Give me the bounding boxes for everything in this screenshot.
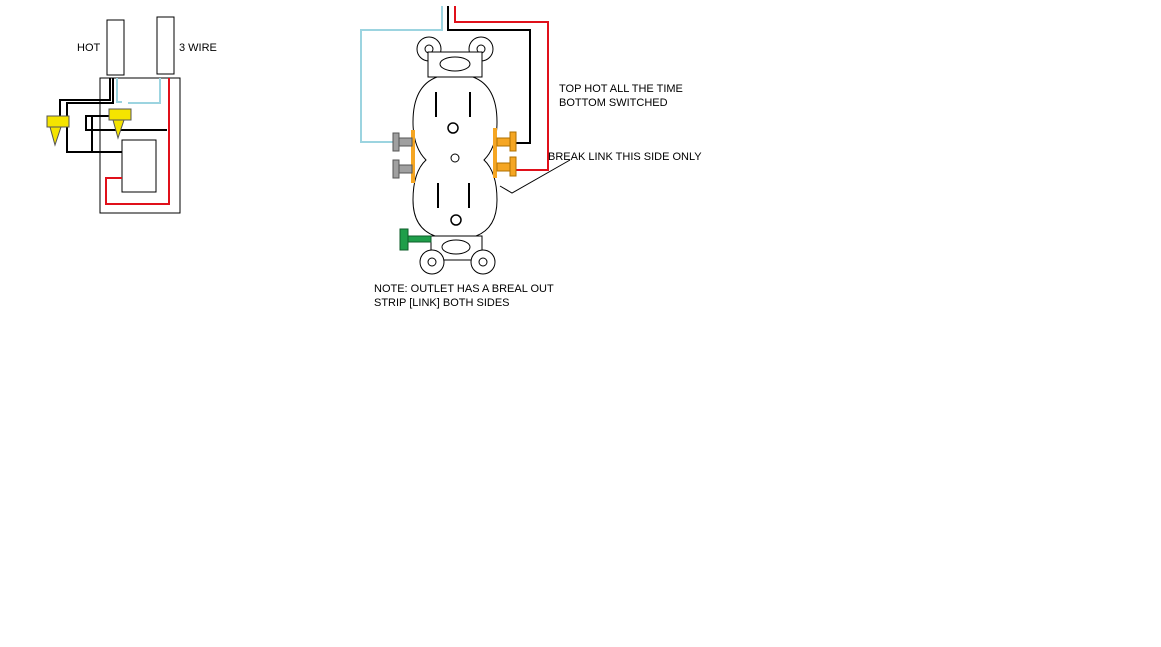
break-link-note: BREAK LINK THIS SIDE ONLY bbox=[548, 151, 702, 163]
switch-box bbox=[99, 77, 181, 214]
three-wire-label: 3 WIRE bbox=[179, 42, 217, 54]
right-link-strip bbox=[493, 128, 497, 178]
brass-screw-bottom bbox=[496, 156, 517, 177]
top-hot-note: TOP HOT ALL THE TIME bbox=[559, 83, 683, 95]
bottom-mounting-screws bbox=[419, 249, 496, 275]
black-wires bbox=[59, 78, 167, 153]
light-blue-wire-outlet bbox=[360, 6, 443, 143]
three-wire-cable bbox=[156, 16, 175, 75]
ground-screw bbox=[399, 228, 432, 251]
switch bbox=[121, 139, 157, 193]
outlet-note-line2: STRIP [LINK] BOTH SIDES bbox=[374, 297, 510, 309]
center-screw bbox=[450, 153, 460, 163]
wire-nut-right bbox=[108, 108, 132, 140]
switch-box-diagram bbox=[46, 16, 181, 214]
black-wire-outlet bbox=[447, 6, 531, 144]
silver-screw-bottom bbox=[392, 159, 413, 179]
red-wire-left bbox=[105, 78, 170, 205]
brass-screw-top bbox=[496, 131, 517, 152]
bottom-switched-note: BOTTOM SWITCHED bbox=[559, 97, 668, 109]
hot-label: HOT bbox=[77, 42, 101, 54]
light-blue-wires bbox=[116, 78, 161, 104]
hot-cable bbox=[106, 19, 125, 76]
bottom-receptacle bbox=[437, 183, 470, 226]
outlet-note-line1: NOTE: OUTLET HAS A BREAL OUT bbox=[374, 283, 554, 295]
red-wire-outlet bbox=[454, 6, 549, 171]
silver-screw-top bbox=[392, 132, 413, 152]
left-link-strip bbox=[411, 130, 415, 183]
wire-nut-left bbox=[46, 115, 70, 147]
outlet-diagram bbox=[360, 6, 571, 275]
break-link-pointer bbox=[499, 159, 571, 194]
top-receptacle bbox=[435, 92, 471, 134]
